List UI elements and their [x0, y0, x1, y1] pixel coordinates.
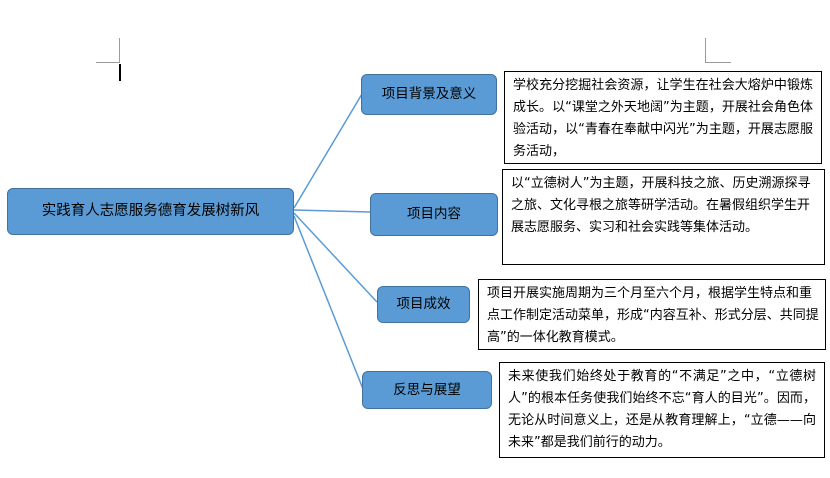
branch-node-label: 反思与展望: [393, 381, 461, 398]
crop-mark-top-right-horizontal: [705, 62, 731, 63]
branch-node-results: 项目成效: [377, 286, 470, 323]
description-box-content: 以“立德树人”为主题，开展科技之旅、历史溯源探寻之旅、文化寻根之旅等研学活动。在…: [502, 169, 825, 265]
branch-node-label: 项目内容: [407, 206, 461, 223]
root-node-label: 实践育人志愿服务德育发展树新风: [41, 202, 260, 219]
root-node: 实践育人志愿服务德育发展树新风: [7, 188, 294, 235]
branch-node-content: 项目内容: [370, 193, 498, 236]
connector-branch-3: [293, 212, 378, 303]
crop-mark-top-right-vertical: [705, 38, 706, 62]
description-box-results: 项目开展实施周期为三个月至六个月，根据学生特点和重点工作制定活动菜单，形成“内容…: [478, 279, 826, 350]
connector-branch-1: [293, 93, 363, 209]
crop-mark-top-left-vertical: [119, 38, 120, 62]
branch-node-background: 项目背景及意义: [361, 74, 497, 115]
branch-node-label: 项目成效: [396, 296, 451, 313]
text-cursor: [119, 64, 121, 81]
description-text: 学校充分挖掘社会资源，让学生在社会大熔炉中锻炼成长。以“课堂之外天地阔”为主题，…: [513, 78, 813, 159]
description-text: 项目开展实施周期为三个月至六个月，根据学生特点和重点工作制定活动菜单，形成“内容…: [487, 286, 819, 345]
description-text: 以“立德树人”为主题，开展科技之旅、历史溯源探寻之旅、文化寻根之旅等研学活动。在…: [511, 176, 811, 235]
description-box-background: 学校充分挖掘社会资源，让学生在社会大熔炉中锻炼成长。以“课堂之外天地阔”为主题，…: [504, 71, 822, 164]
description-text: 未来使我们始终处于教育的“不满足”之中，“立德树人”的根本任务使我们始终不忘“育…: [508, 369, 816, 450]
branch-node-reflection: 反思与展望: [362, 371, 492, 409]
description-box-reflection: 未来使我们始终处于教育的“不满足”之中，“立德树人”的根本任务使我们始终不忘“育…: [499, 362, 825, 458]
connector-branch-2: [293, 209, 371, 213]
crop-mark-top-left-horizontal: [96, 62, 120, 63]
branch-node-label: 项目背景及意义: [381, 86, 477, 103]
connector-branch-4: [293, 215, 364, 390]
